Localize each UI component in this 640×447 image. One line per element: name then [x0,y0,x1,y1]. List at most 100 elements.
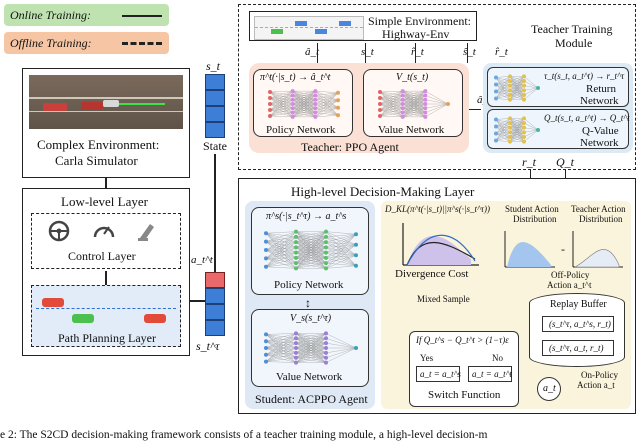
student-policy-label: Policy Network [274,279,344,291]
yes-action-box: a_t = a_t^s [416,366,461,382]
net-edge [325,234,357,243]
net-edge [402,91,426,100]
net-edge [379,91,403,109]
net-edge [269,99,293,111]
net-edge [265,347,297,363]
net-node [522,121,526,125]
return-net-graph [494,74,540,102]
net-edge [269,97,293,105]
steering-wheel-icon [48,220,70,242]
replay-buffer-label: Replay Buffer [550,299,607,310]
net-edge [269,103,293,111]
teacher-right-box: τ_t(s_t, a_t^t) → r_t^τ Return Network Q… [483,63,633,153]
net-edge [495,76,511,99]
net-edge [379,95,403,99]
net-edge [295,333,327,349]
onpolicy-label: On-Policy [581,370,618,380]
teacher-agent-label: Teacher: PPO Agent [301,140,399,154]
net-edge [295,247,327,269]
net-edge [269,99,293,105]
car-red-1 [42,298,64,307]
net-edge [523,129,539,138]
net-edge [402,91,426,113]
net-node [290,89,295,94]
speedometer-icon [93,226,115,238]
net-edge [265,258,297,269]
net-edge [265,338,297,362]
net-edge [379,91,403,111]
net-edge [295,338,327,363]
net-edge [379,97,403,117]
net-edge [269,99,293,117]
net-edge [265,343,297,355]
net-edge [523,118,539,131]
net-edge [265,341,297,363]
net-node [294,250,298,255]
net-edge [265,258,297,264]
net-edge [292,91,316,113]
net-edge [265,233,297,238]
net-edge [269,97,293,109]
switch-yes: Yes [420,353,434,363]
divergence-label: Divergence Cost [395,268,469,280]
divergence-curve [402,223,479,266]
teacher-policy-label: Policy Network [266,124,336,136]
net-edge [295,242,327,269]
net-edge [523,76,539,89]
net-edge [295,231,327,269]
net-node [536,128,540,132]
arrow-s-hat [467,43,469,63]
online-legend: Online Training: [4,4,169,26]
net-edge [269,109,293,118]
net-edge [315,95,339,116]
net-edge [315,92,339,117]
lane-line [36,308,176,309]
net-edge [315,91,339,108]
arrow-state-low [190,300,205,302]
net-edge [379,103,403,117]
net-node [294,350,298,355]
net-edge [325,342,357,349]
car-green [72,314,94,323]
net-edge [379,103,403,117]
net-node [508,130,512,135]
net-node [508,88,512,93]
net-edge [265,233,297,269]
net-node [522,135,526,139]
net-node [294,261,298,266]
net-edge [495,118,511,141]
switch-no: No [492,353,503,363]
net-node [400,110,405,115]
net-edge [495,85,511,92]
net-node [313,102,318,106]
solid-line-sample [122,15,162,17]
net-node [522,74,526,79]
net-edge [269,108,293,111]
net-edge [495,133,511,138]
net-edge [269,95,293,111]
net-edge [269,103,293,117]
net-edge [269,95,293,105]
updown-arrow: ↕ [305,296,311,310]
net-edge [523,87,539,100]
net-edge [495,85,511,99]
net-edge [295,231,327,238]
offpolicy-label: Off-Policy [551,270,590,280]
net-edge [265,231,297,251]
net-edge [509,118,525,124]
net-edge [402,99,426,117]
low-level-title: Low-level Layer [61,194,148,209]
online-legend-label: Online Training: [10,8,92,22]
net-edge [295,343,327,363]
net-node [400,102,405,106]
minus-sign: - [561,242,565,256]
net-edge [315,107,339,109]
net-node [494,96,498,101]
net-node [508,125,512,130]
net-edge [265,257,297,267]
net-node [508,116,512,121]
net-edge [292,91,316,117]
net-node [423,89,428,94]
net-edge [295,347,327,363]
net-edge [523,85,539,89]
